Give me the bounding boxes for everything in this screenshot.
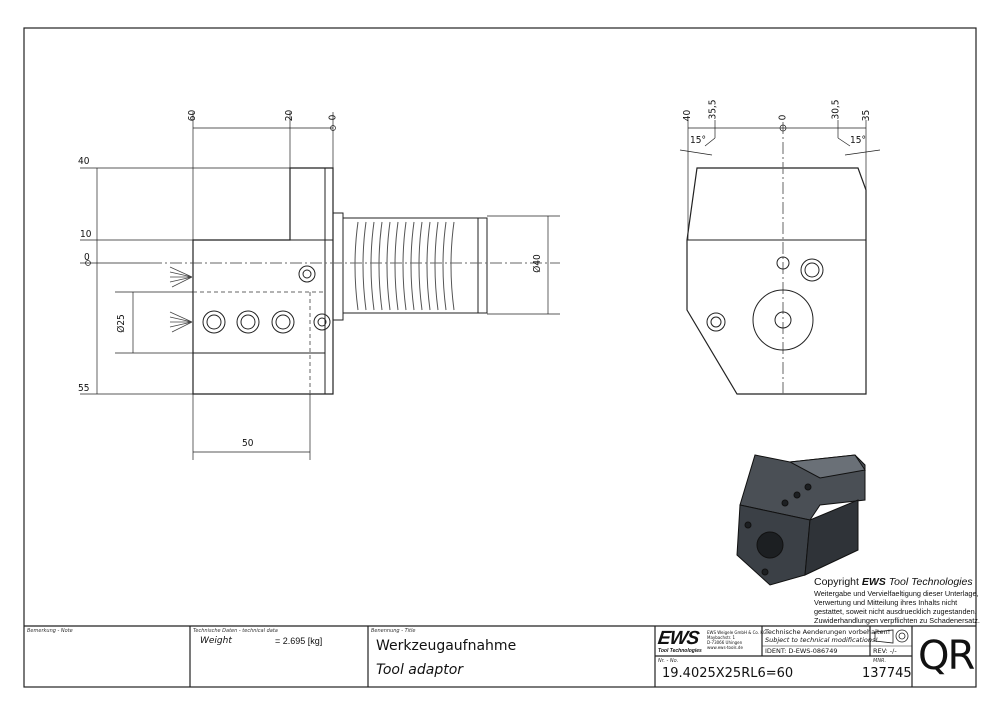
- title-label: Benennung - Title: [371, 628, 416, 634]
- dim-top-0: 0: [327, 114, 339, 121]
- dim-side-35: 35: [861, 109, 873, 122]
- screw-icon: [202, 265, 331, 334]
- note-label: Bemerkung - Note: [27, 628, 73, 634]
- company-line: EWS Weigele GmbH & Co. KG: [707, 630, 767, 635]
- dim-side-35-5: 35,5: [707, 99, 719, 120]
- copyright-line: gestattet, soweit nicht ausdruecklich zu…: [814, 607, 977, 616]
- drawing-frame: [23, 27, 977, 688]
- part-number: 19.4025X25RL6=60: [662, 666, 794, 681]
- dim-top-60: 60: [187, 109, 199, 122]
- copyright-prefix: Copyright: [814, 576, 859, 588]
- weight-label: Weight: [200, 636, 232, 646]
- tech-data-label: Technische Daten - technical data: [193, 628, 278, 634]
- angle-right: 15°: [850, 135, 866, 146]
- side-view: [679, 120, 881, 395]
- company-address: EWS Weigele GmbH & Co. KG Maybachstr. 1 …: [707, 630, 766, 650]
- dim-diameter-25: Ø25: [115, 314, 127, 333]
- copyright-suffix: Tool Technologies: [888, 576, 973, 588]
- dim-left-55: 55: [78, 383, 90, 394]
- mnr-number: 137745: [862, 666, 912, 681]
- change-notice-en: Subject to technical modifications!: [765, 636, 878, 644]
- copyright-notice: Weitergabe und Vervielfaeltigung dieser …: [814, 589, 980, 625]
- dim-top-20: 20: [284, 109, 296, 122]
- copyright-line: Verwertung und Mitteilung ihres Inhalts …: [814, 598, 958, 607]
- dim-left-0: 0: [84, 252, 90, 263]
- dim-left-40: 40: [78, 156, 90, 167]
- company-line: www.ews-tools.de: [707, 645, 743, 650]
- dim-side-40: 40: [682, 109, 694, 122]
- ews-logo-sub: Tool Technologies: [658, 648, 702, 654]
- weight-value: = 2.695 [kg]: [275, 636, 323, 646]
- dim-left-10: 10: [80, 229, 92, 240]
- front-view: [80, 112, 560, 460]
- copyright-line: Weitergabe und Vervielfaeltigung dieser …: [814, 589, 979, 598]
- title-block-lines: [24, 625, 976, 687]
- projection-symbol-icon: [874, 629, 909, 644]
- copyright-line: Zuwiderhandlungen verpflichten zu Schade…: [814, 616, 980, 625]
- angle-left: 15°: [690, 135, 706, 146]
- change-notice-de: Technische Aenderungen vorbehalten!: [765, 628, 891, 636]
- company-line: Maybachstr. 1: [707, 635, 736, 640]
- dim-diameter-40: Ø40: [531, 254, 543, 273]
- dim-side-0: 0: [777, 114, 789, 121]
- mnr-label: MNR.: [873, 658, 887, 664]
- isometric-view: [736, 454, 866, 586]
- copyright-title: Copyright EWS Tool Technologies: [814, 576, 973, 588]
- title-german: Werkzeugaufnahme: [376, 638, 517, 654]
- company-line: D-73066 Uhingen: [707, 640, 743, 645]
- dim-side-30-5: 30,5: [830, 99, 842, 120]
- nr-label: Nr. - No.: [658, 658, 679, 664]
- revision: REV: -/-: [873, 647, 897, 655]
- dim-bottom-50: 50: [242, 438, 254, 449]
- title-english: Tool adaptor: [376, 662, 464, 678]
- qr-label: QR: [918, 633, 975, 679]
- copyright-brand: EWS: [861, 576, 886, 588]
- ews-logo: EWS: [656, 628, 700, 649]
- ident: IDENT: D-EWS-086749: [765, 647, 838, 655]
